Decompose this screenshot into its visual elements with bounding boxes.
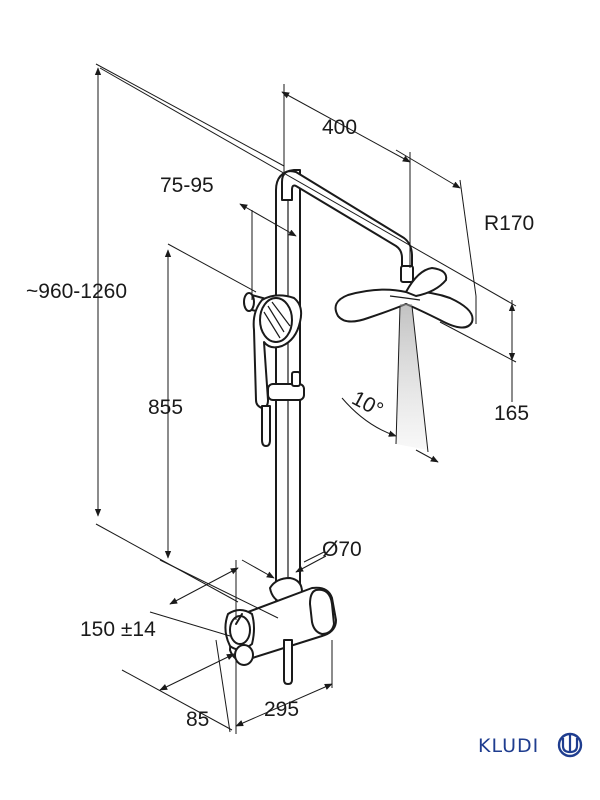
shower-arm: [281, 170, 413, 269]
dim-overall-height: [94, 63, 517, 603]
overhead-shower-head: [334, 265, 474, 329]
hand-shower: [252, 294, 303, 447]
label-radius: R170: [484, 212, 534, 235]
brand-name: KLUDI: [478, 735, 539, 757]
dim-radius: [395, 149, 477, 324]
label-arm-length: 400: [322, 116, 357, 139]
dim-wall-offset: [149, 560, 239, 637]
label-overall-height: ~960-1260: [26, 280, 127, 303]
label-depth: 85: [186, 708, 209, 731]
label-hand-height: 855: [148, 396, 183, 419]
dim-arm-length: [281, 84, 411, 268]
label-spray-angle: 10°: [348, 387, 387, 422]
thermostat-mixer: [224, 577, 337, 685]
dim-spray-angle: [341, 397, 439, 463]
label-wall-offset: 150 ±14: [80, 618, 156, 641]
brand-logo: KLUDI: [478, 732, 583, 758]
dim-hand-offset: [239, 203, 297, 300]
label-head-height: 165: [494, 402, 529, 425]
label-hand-offset: 75-95: [160, 174, 214, 197]
slider: [267, 371, 305, 401]
spray-cone: [395, 304, 429, 453]
label-rail-diameter: Ø70: [322, 538, 362, 561]
kludi-logo-icon: [557, 732, 583, 758]
label-width: 295: [264, 698, 299, 721]
dim-head-height: [439, 300, 517, 402]
dim-depth: [121, 639, 235, 733]
dim-width: [235, 640, 333, 734]
dim-rail-diameter: [241, 551, 327, 579]
